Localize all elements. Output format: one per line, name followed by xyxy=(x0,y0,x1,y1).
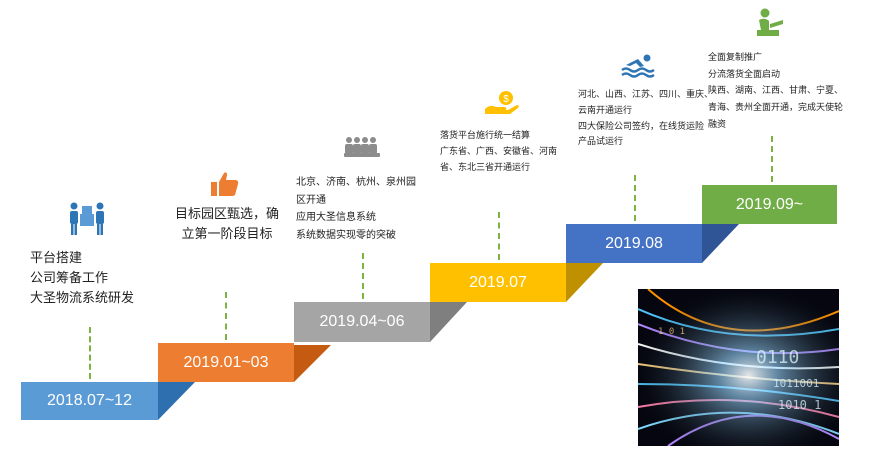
description-line: 分流落货全面启动 xyxy=(708,69,781,80)
hand-money-icon: $ xyxy=(485,91,519,114)
description-line: 立第一阶段目标 xyxy=(181,227,273,243)
step-shadow-4 xyxy=(566,263,603,302)
step-date: 2019.09~ xyxy=(735,195,804,213)
description-line: 云南开通运行 xyxy=(578,105,633,116)
step-shadow-1 xyxy=(158,382,195,420)
description-line: 全面复制推广 xyxy=(708,53,763,63)
connector-line-1 xyxy=(89,327,91,379)
connector-line-4 xyxy=(498,212,500,260)
description-line: 平台搭建 xyxy=(30,251,83,266)
description-line: 区开通 xyxy=(296,194,326,206)
step-date: 2019.01~03 xyxy=(183,353,269,371)
timeline-step-3: 2019.04~06 xyxy=(294,302,430,342)
step-date: 2018.07~12 xyxy=(47,392,132,409)
description-line: 应用大圣信息系统 xyxy=(296,212,376,223)
description-line: 目标园区甄选，确 xyxy=(174,207,279,222)
connector-line-6 xyxy=(771,136,773,182)
description-line: 河北、山西、江苏、四川、重庆、 xyxy=(578,90,714,100)
description-line: 省、东北三省开通运行 xyxy=(440,163,531,174)
step-description-2: 目标园区甄选，确 立第一阶段目标 xyxy=(172,205,282,245)
description-line: 陕西、湖南、江西、甘肃、宁夏、 xyxy=(708,86,844,97)
step-description-1: 平台搭建 公司筹备工作 大圣物流系统研发 xyxy=(30,249,134,309)
timeline-step-1: 2018.07~12 xyxy=(21,382,158,420)
step-shadow-3 xyxy=(430,302,467,342)
step-description-5: 河北、山西、江苏、四川、重庆、 云南开通运行 四大保险公司签约，在线货运险 产品… xyxy=(578,88,713,151)
data-stream-image: 0110 1011001 1010 1 1 0 1 xyxy=(638,289,839,446)
reading-person-icon xyxy=(757,8,783,36)
step-date: 2019.08 xyxy=(605,234,663,252)
timeline-step-4: 2019.07 xyxy=(430,263,566,302)
svg-text:1011001: 1011001 xyxy=(773,377,819,390)
description-line: 大圣物流系统研发 xyxy=(30,291,135,307)
description-line: 落货平台施行统一结算 xyxy=(440,131,531,141)
description-line: 公司筹备工作 xyxy=(30,271,109,287)
connector-line-2 xyxy=(225,292,227,340)
svg-text:1 0 1: 1 0 1 xyxy=(658,327,685,337)
timeline-step-2: 2019.01~03 xyxy=(158,343,294,382)
description-line: 北京、济南、杭州、泉州园 xyxy=(296,177,416,188)
svg-text:1010 1: 1010 1 xyxy=(778,398,821,412)
description-line: 融资 xyxy=(708,119,727,130)
step-description-4: 落货平台施行统一结算 广东省、广西、安徽省、河南 省、东北三省开通运行 xyxy=(440,128,557,177)
svg-text:$: $ xyxy=(503,94,509,105)
timeline-step-6: 2019.09~ xyxy=(702,185,837,224)
thumbs-up-icon xyxy=(211,172,239,196)
description-line: 产品试运行 xyxy=(578,137,624,148)
timeline-step-5: 2019.08 xyxy=(566,224,702,263)
step-description-6: 全面复制推广 分流落货全面启动 陕西、湖南、江西、甘肃、宁夏、 青海、贵州全面开… xyxy=(708,50,843,133)
description-line: 青海、贵州全面开通，完成天使轮 xyxy=(708,102,844,113)
step-description-3: 北京、济南、杭州、泉州园 区开通 应用大圣信息系统 系统数据实现零的突破 xyxy=(296,174,416,244)
step-shadow-2 xyxy=(294,345,331,382)
step-date: 2019.04~06 xyxy=(319,313,405,330)
step-shadow-5 xyxy=(702,224,739,263)
description-line: 四大保险公司签约，在线货运险 xyxy=(578,121,705,132)
svg-text:0110: 0110 xyxy=(756,347,799,368)
step-date: 2019.07 xyxy=(469,273,527,291)
team-group-icon xyxy=(344,137,380,157)
people-boxes-icon xyxy=(70,202,104,235)
connector-line-3 xyxy=(362,253,364,299)
description-line: 广东省、广西、安徽省、河南 xyxy=(440,147,558,158)
connector-line-5 xyxy=(634,175,636,221)
description-line: 系统数据实现零的突破 xyxy=(296,229,396,241)
swimmer-icon xyxy=(621,54,655,78)
